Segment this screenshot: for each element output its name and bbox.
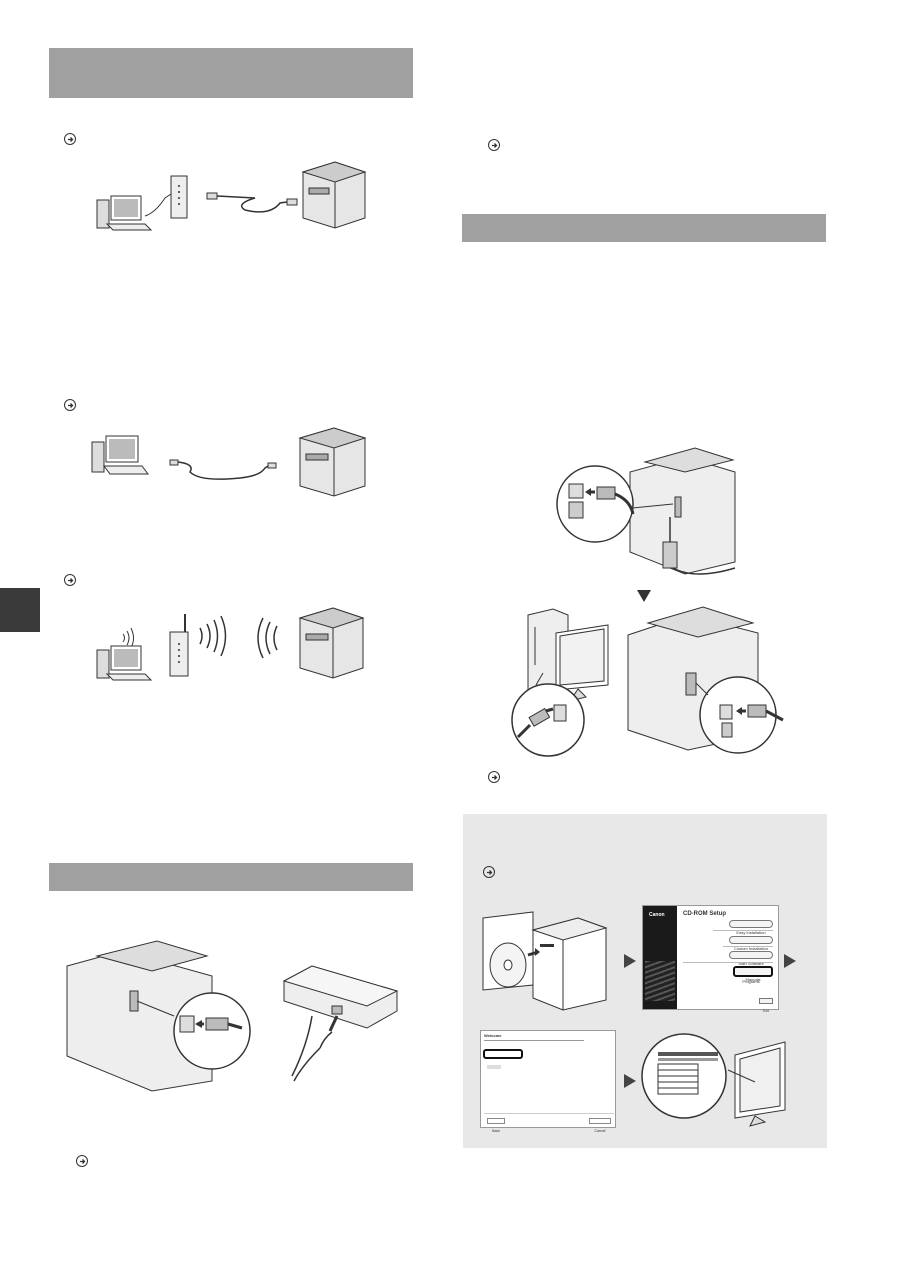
install-back-button[interactable]: Back xyxy=(487,1118,505,1133)
monitor-icon xyxy=(734,1041,786,1127)
wireless-lan-illustration xyxy=(96,607,365,681)
setup-button-custom[interactable]: Custom Installation xyxy=(729,936,773,951)
setup-sidebar: Canon xyxy=(643,906,677,1009)
lan-port-icon xyxy=(179,1015,243,1033)
magnify-circle-icon xyxy=(173,992,251,1070)
printer-icon xyxy=(298,607,365,679)
triangle-right-icon xyxy=(624,954,636,968)
wireless-signal-icon xyxy=(122,627,134,649)
triangle-down-icon xyxy=(637,590,651,602)
cd-disc-icon xyxy=(489,942,527,988)
printer-icon xyxy=(301,161,367,229)
setup-exit-button[interactable]: Exit xyxy=(759,998,773,1013)
section-header-bar-connection-method xyxy=(49,48,413,98)
router-icon xyxy=(170,175,188,219)
computer-icon xyxy=(96,645,153,681)
manual-list-icon xyxy=(657,1052,718,1095)
reference-arrow-icon[interactable] xyxy=(76,1155,88,1167)
setup-button-manuals[interactable]: Manuals xyxy=(733,966,773,982)
usb-port-icon xyxy=(719,704,784,738)
reference-arrow-icon[interactable] xyxy=(64,133,76,145)
section-header-bar-usb-cable xyxy=(462,214,826,242)
cd-rom-setup-window: Canon CD-ROM Setup Easy Installation Cus… xyxy=(642,905,779,1013)
printer-rear-icon xyxy=(629,447,736,575)
power-plug-icon xyxy=(662,517,736,575)
magnify-circle-icon xyxy=(556,465,634,543)
install-dialog-window: Welcome Back Cancel xyxy=(480,1030,616,1133)
canon-logo: Canon xyxy=(649,912,665,918)
lan-cable-icon xyxy=(206,192,298,213)
reference-arrow-icon[interactable] xyxy=(483,866,495,878)
setup-button-easy[interactable]: Easy Installation xyxy=(729,920,773,935)
usb-cable-connection-illustration xyxy=(511,606,784,757)
router-box-icon xyxy=(282,965,399,1082)
install-cancel-button[interactable]: Cancel xyxy=(589,1118,611,1133)
reference-arrow-icon[interactable] xyxy=(488,139,500,151)
printer-rear-icon xyxy=(66,940,213,1092)
power-socket-icon xyxy=(568,483,635,519)
setup-button-software[interactable]: Start Software Programs xyxy=(729,951,773,984)
install-item-highlight[interactable] xyxy=(483,1049,523,1059)
lan-cable-connection-illustration xyxy=(66,940,399,1092)
computer-icon xyxy=(96,195,153,231)
section-header-bar-lan-cable xyxy=(49,863,413,891)
chapter-side-tab xyxy=(0,588,40,632)
install-dialog-title: Welcome xyxy=(484,1033,502,1038)
cd-insert-illustration xyxy=(482,911,608,1011)
usb-cable-icon xyxy=(169,459,277,480)
manual-viewer-illustration xyxy=(641,1033,786,1127)
wireless-router-icon xyxy=(169,614,189,677)
reference-arrow-icon[interactable] xyxy=(488,771,500,783)
computer-tower-icon xyxy=(531,917,608,1011)
usb-port-icon xyxy=(516,704,567,739)
reference-arrow-icon[interactable] xyxy=(64,399,76,411)
triangle-right-icon xyxy=(784,954,796,968)
magnify-circle-icon xyxy=(511,683,585,757)
power-cable-illustration xyxy=(556,447,736,575)
usb-connection-illustration xyxy=(91,427,367,497)
reference-arrow-icon[interactable] xyxy=(64,574,76,586)
wireless-signal-icon xyxy=(199,615,278,659)
computer-icon xyxy=(91,435,149,475)
printer-icon xyxy=(298,427,367,497)
wired-lan-illustration xyxy=(96,161,367,231)
triangle-right-icon xyxy=(624,1074,636,1088)
setup-window-title: CD-ROM Setup xyxy=(683,911,726,917)
